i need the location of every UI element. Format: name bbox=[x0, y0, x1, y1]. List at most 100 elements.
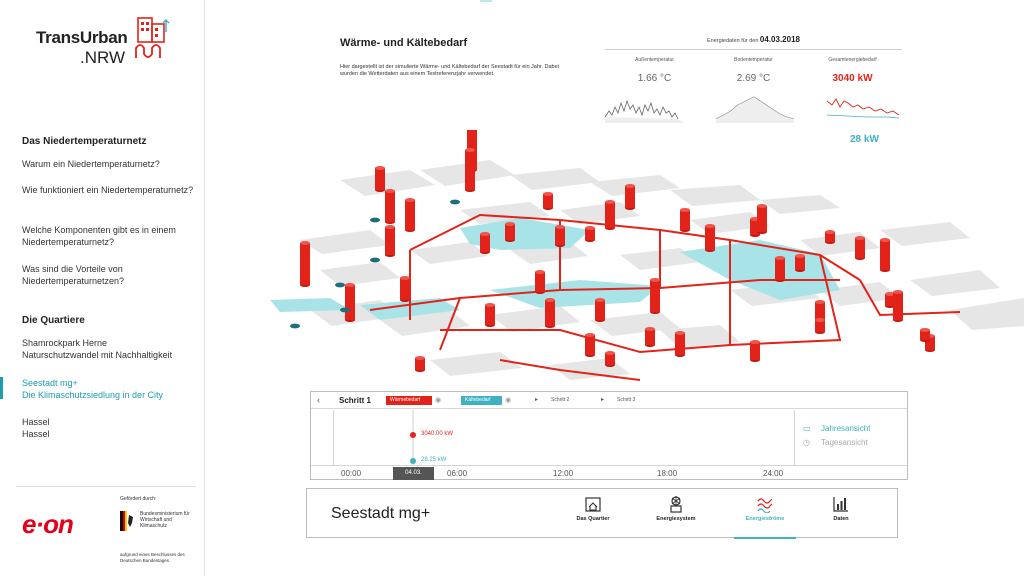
nav-item-how[interactable]: Wie funktioniert ein Niedertemperaturnet… bbox=[22, 185, 194, 195]
heat-cylinder[interactable] bbox=[535, 270, 545, 294]
nav-item-components[interactable]: Welche Komponenten gibt es in einem Nied… bbox=[22, 225, 176, 247]
heat-cylinder[interactable] bbox=[385, 225, 395, 257]
eye-icon[interactable]: ◉ bbox=[505, 397, 512, 404]
heat-cylinder[interactable] bbox=[680, 208, 690, 232]
heat-cylinder[interactable] bbox=[585, 333, 595, 357]
cold-disc[interactable] bbox=[370, 257, 380, 263]
heat-reading: 3040.00 kW bbox=[421, 431, 454, 437]
ministry-name: Bundesministerium für Wirtschaft und Kli… bbox=[140, 511, 190, 529]
quarter-subtitle: Naturschutzwandel mit Nachhaltigkeit bbox=[22, 350, 173, 360]
heat-cylinder[interactable] bbox=[825, 230, 835, 244]
funder-note: aufgrund eines Beschlusses des Deutschen… bbox=[120, 552, 185, 563]
heat-cylinder[interactable] bbox=[405, 198, 415, 232]
heat-cylinder[interactable] bbox=[885, 292, 895, 308]
view-options: ▭ Jahresansicht ◷ Tagesansicht bbox=[795, 410, 907, 466]
cold-disc[interactable] bbox=[290, 323, 300, 329]
heat-cylinder[interactable] bbox=[375, 166, 385, 192]
heat-cylinder[interactable] bbox=[385, 189, 395, 224]
cold-disc[interactable] bbox=[340, 307, 350, 313]
nav-label: Das Quartier bbox=[576, 516, 610, 522]
current-date-handle[interactable]: 04.03. bbox=[393, 467, 434, 480]
heat-cylinder[interactable] bbox=[605, 200, 615, 230]
heat-cylinder[interactable] bbox=[555, 225, 565, 247]
top-progress-marker bbox=[480, 0, 492, 2]
logo-text-nrw: .NRW bbox=[80, 48, 126, 67]
heat-cylinder[interactable] bbox=[543, 192, 553, 210]
district-map[interactable] bbox=[260, 130, 1024, 395]
nav-item-hassel[interactable]: Hassel Hassel bbox=[22, 416, 197, 440]
timeline-header: ‹ Schritt 1 Wärmebedarf ◉ Kältebedarf ◉ … bbox=[311, 392, 907, 409]
eye-icon[interactable]: ◉ bbox=[435, 397, 442, 404]
sidebar: TransUrban .NRW Das Niedertemperaturnetz… bbox=[0, 0, 205, 576]
energy-flow-icon bbox=[757, 498, 773, 513]
section-title-quarters: Die Quartiere bbox=[22, 315, 85, 326]
quarter-subtitle: Hassel bbox=[22, 429, 50, 439]
heat-cylinder[interactable] bbox=[795, 254, 805, 272]
nav-item-advantages[interactable]: Was sind die Vorteile von Niedertemperat… bbox=[22, 264, 125, 286]
heat-cylinder[interactable] bbox=[605, 351, 615, 367]
heat-cylinder[interactable] bbox=[480, 232, 490, 254]
heat-cylinder[interactable] bbox=[345, 283, 355, 322]
clock-icon: ◷ bbox=[803, 438, 810, 447]
heat-cylinder[interactable] bbox=[880, 238, 890, 272]
nav-das-quartier[interactable]: Das Quartier bbox=[562, 495, 624, 537]
time-tick: 24:00 bbox=[763, 469, 784, 478]
cold-disc[interactable] bbox=[370, 217, 380, 223]
cold-disc[interactable] bbox=[335, 282, 345, 288]
nav-label: Energieströme bbox=[745, 516, 785, 522]
nav-item-shamrockpark[interactable]: Shamrockpark Herne Naturschutzwandel mit… bbox=[22, 337, 197, 361]
heat-cylinder[interactable] bbox=[415, 356, 425, 372]
heat-cylinder[interactable] bbox=[920, 328, 930, 342]
nav-energiestroeme[interactable]: Energieströme bbox=[734, 495, 796, 539]
heat-cylinder[interactable] bbox=[675, 331, 685, 357]
heat-cylinder[interactable] bbox=[545, 298, 555, 328]
heat-cylinder[interactable] bbox=[625, 184, 635, 210]
heat-cylinder[interactable] bbox=[595, 298, 605, 322]
heat-cylinder[interactable] bbox=[400, 276, 410, 302]
chevron-left-icon[interactable]: ‹ bbox=[317, 395, 320, 405]
timeline-plot[interactable]: 3040.00 kW 28.25 kW bbox=[333, 410, 795, 466]
quarter-name: Hassel bbox=[22, 417, 50, 427]
heat-cylinder[interactable] bbox=[750, 340, 760, 362]
cold-disc[interactable] bbox=[450, 199, 460, 205]
heat-cylinder[interactable] bbox=[893, 290, 903, 322]
eagle-icon bbox=[120, 511, 133, 531]
step-2-label[interactable]: Schritt 2 bbox=[551, 397, 570, 403]
step-1-label: Schritt 1 bbox=[339, 396, 372, 405]
heat-cylinder[interactable] bbox=[855, 236, 865, 260]
quarter-subtitle: Die Klimaschutzsiedlung in der City bbox=[22, 390, 164, 400]
heat-cylinder[interactable] bbox=[645, 327, 655, 347]
heat-cylinder[interactable] bbox=[775, 256, 785, 282]
heat-demand-value: 3040 kW bbox=[832, 73, 873, 84]
heat-cylinder[interactable] bbox=[465, 148, 475, 192]
energy-data-panel: Energiedaten für den 04.03.2018 Außentem… bbox=[605, 33, 902, 153]
time-axis: 00:00 04.03. 06:00 12:00 18:00 24:00 bbox=[311, 465, 907, 480]
nav-label: Daten bbox=[833, 516, 849, 522]
nav-energiesystem[interactable]: Energiesystem bbox=[645, 495, 707, 537]
heat-cylinder[interactable] bbox=[650, 278, 660, 314]
heat-cylinder[interactable] bbox=[585, 226, 595, 242]
time-tick: 18:00 bbox=[657, 469, 678, 478]
play-small-icon: ▸ bbox=[535, 397, 539, 403]
day-view-option[interactable]: Tagesansicht bbox=[821, 438, 868, 447]
heat-demand-toggle[interactable]: Wärmebedarf bbox=[386, 396, 432, 405]
energy-system-icon bbox=[670, 496, 682, 513]
cold-demand-toggle[interactable]: Kältebedarf bbox=[461, 396, 502, 405]
year-view-option[interactable]: Jahresansicht bbox=[821, 424, 871, 433]
eon-logo: e·on bbox=[22, 509, 74, 539]
total-energy-column: Gesamtenergiebedarf 3040 kW bbox=[803, 57, 902, 84]
nav-daten[interactable]: Daten bbox=[810, 495, 872, 537]
heat-cylinder[interactable] bbox=[705, 224, 715, 252]
heat-cylinder[interactable] bbox=[300, 241, 310, 287]
heat-cylinder[interactable] bbox=[505, 222, 515, 242]
nav-item-why[interactable]: Warum ein Niedertemperaturnetz? bbox=[22, 159, 160, 169]
heat-cylinder[interactable] bbox=[757, 204, 767, 234]
time-tick: 12:00 bbox=[553, 469, 574, 478]
heat-cylinder[interactable] bbox=[815, 318, 825, 334]
nav-item-seestadt[interactable]: Seestadt mg+ Die Klimaschutzsiedlung in … bbox=[22, 377, 197, 401]
page-title: Wärme- und Kältebedarf bbox=[340, 37, 468, 49]
transurban-logo[interactable]: TransUrban .NRW bbox=[36, 14, 186, 74]
heat-cylinder[interactable] bbox=[485, 303, 495, 327]
step-3-label[interactable]: Schritt 3 bbox=[617, 397, 636, 403]
